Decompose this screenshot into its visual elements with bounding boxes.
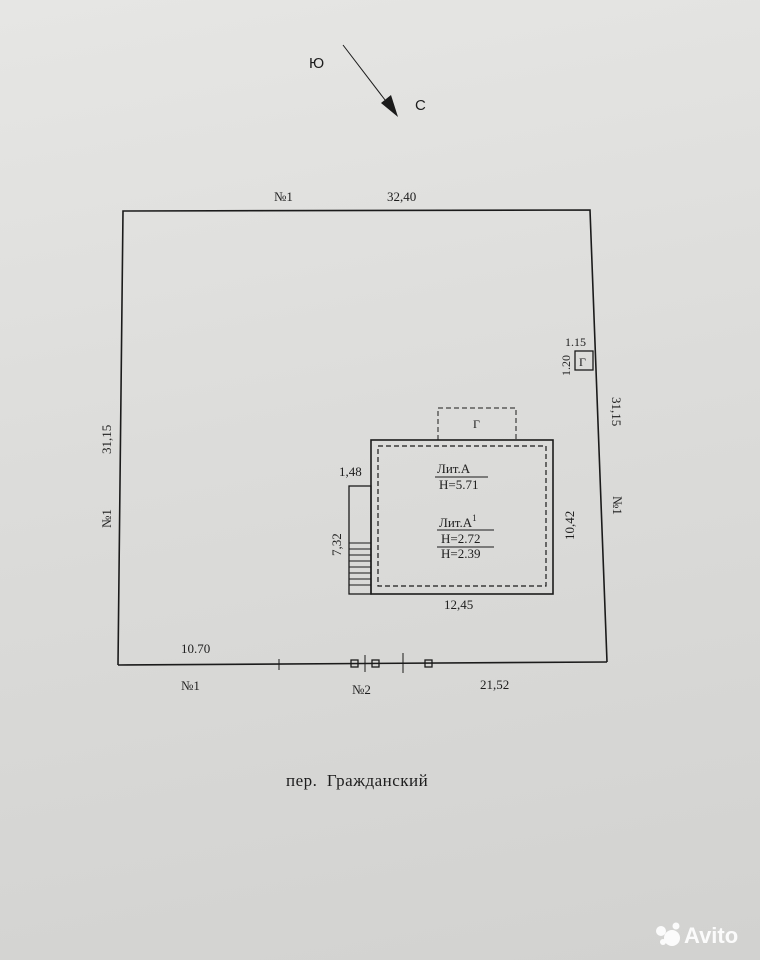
avito-watermark: Avito	[656, 922, 738, 948]
gate-post-icon	[350, 659, 359, 668]
plot-boundary-bottom	[117, 661, 608, 666]
bottom-left-length-label: 10.70	[181, 641, 210, 656]
left-length-label: 31,15	[99, 425, 114, 454]
right-neighbor-label: №1	[610, 496, 625, 515]
gate-post-icon	[424, 659, 433, 668]
watermark-dot-icon	[664, 930, 680, 946]
watermark-dot-icon	[672, 922, 680, 930]
compass: Ю С	[309, 44, 426, 117]
compass-south-label: Ю	[309, 55, 324, 72]
plot-boundary	[117, 209, 608, 666]
outbuilding-outline	[574, 350, 594, 371]
right-length-label: 31,15	[609, 397, 624, 426]
gate-markers	[278, 653, 433, 673]
outbuilding-width-label: 1.15	[565, 335, 586, 349]
street-name: пер. Гражданский	[286, 771, 428, 790]
house-inner-outline	[377, 445, 547, 587]
small-outbuilding: 1.15 1.20 Г	[559, 335, 594, 376]
compass-north-label: С	[415, 97, 426, 114]
lit-a-height: Н=5.71	[439, 477, 478, 492]
porch-outline	[348, 485, 372, 595]
porch-length-label: 7,32	[329, 533, 344, 556]
gate-post-icon	[371, 659, 380, 668]
watermark-dot-icon	[656, 926, 666, 936]
lit-a-label: Лит.А	[437, 461, 471, 476]
garage: Г	[437, 407, 517, 440]
top-neighbor-label: №1	[274, 189, 293, 204]
outbuilding-height-label: 1.20	[559, 355, 573, 376]
north-arrowhead-icon	[381, 95, 398, 117]
outbuilding-label: Г	[579, 355, 586, 369]
house-width-label: 12,45	[444, 597, 473, 612]
top-length-label: 32,40	[387, 189, 416, 204]
stairs-icon	[349, 542, 371, 586]
garage-outline	[437, 407, 517, 440]
porch-width-label: 1,48	[339, 464, 362, 479]
watermark-dot-icon	[660, 939, 666, 945]
left-neighbor-label: №1	[99, 509, 114, 528]
house-depth-label: 10,42	[562, 511, 577, 540]
bottom-right-length-label: 21,52	[480, 677, 509, 692]
house: Лит.А Н=5.71 Лит.А1 Н=2.72 Н=2.39 12,45 …	[370, 439, 577, 612]
watermark-text: Avito	[684, 923, 738, 948]
gate-label: №2	[352, 682, 371, 697]
lit-a1-height-1: Н=2.72	[441, 531, 480, 546]
garage-label: Г	[473, 417, 480, 431]
porch: 1,48 7,32	[329, 464, 372, 595]
lit-a1-height-2: Н=2.39	[441, 546, 480, 561]
bottom-left-neighbor-label: №1	[181, 678, 200, 693]
lit-a1-label: Лит.А1	[439, 513, 477, 530]
